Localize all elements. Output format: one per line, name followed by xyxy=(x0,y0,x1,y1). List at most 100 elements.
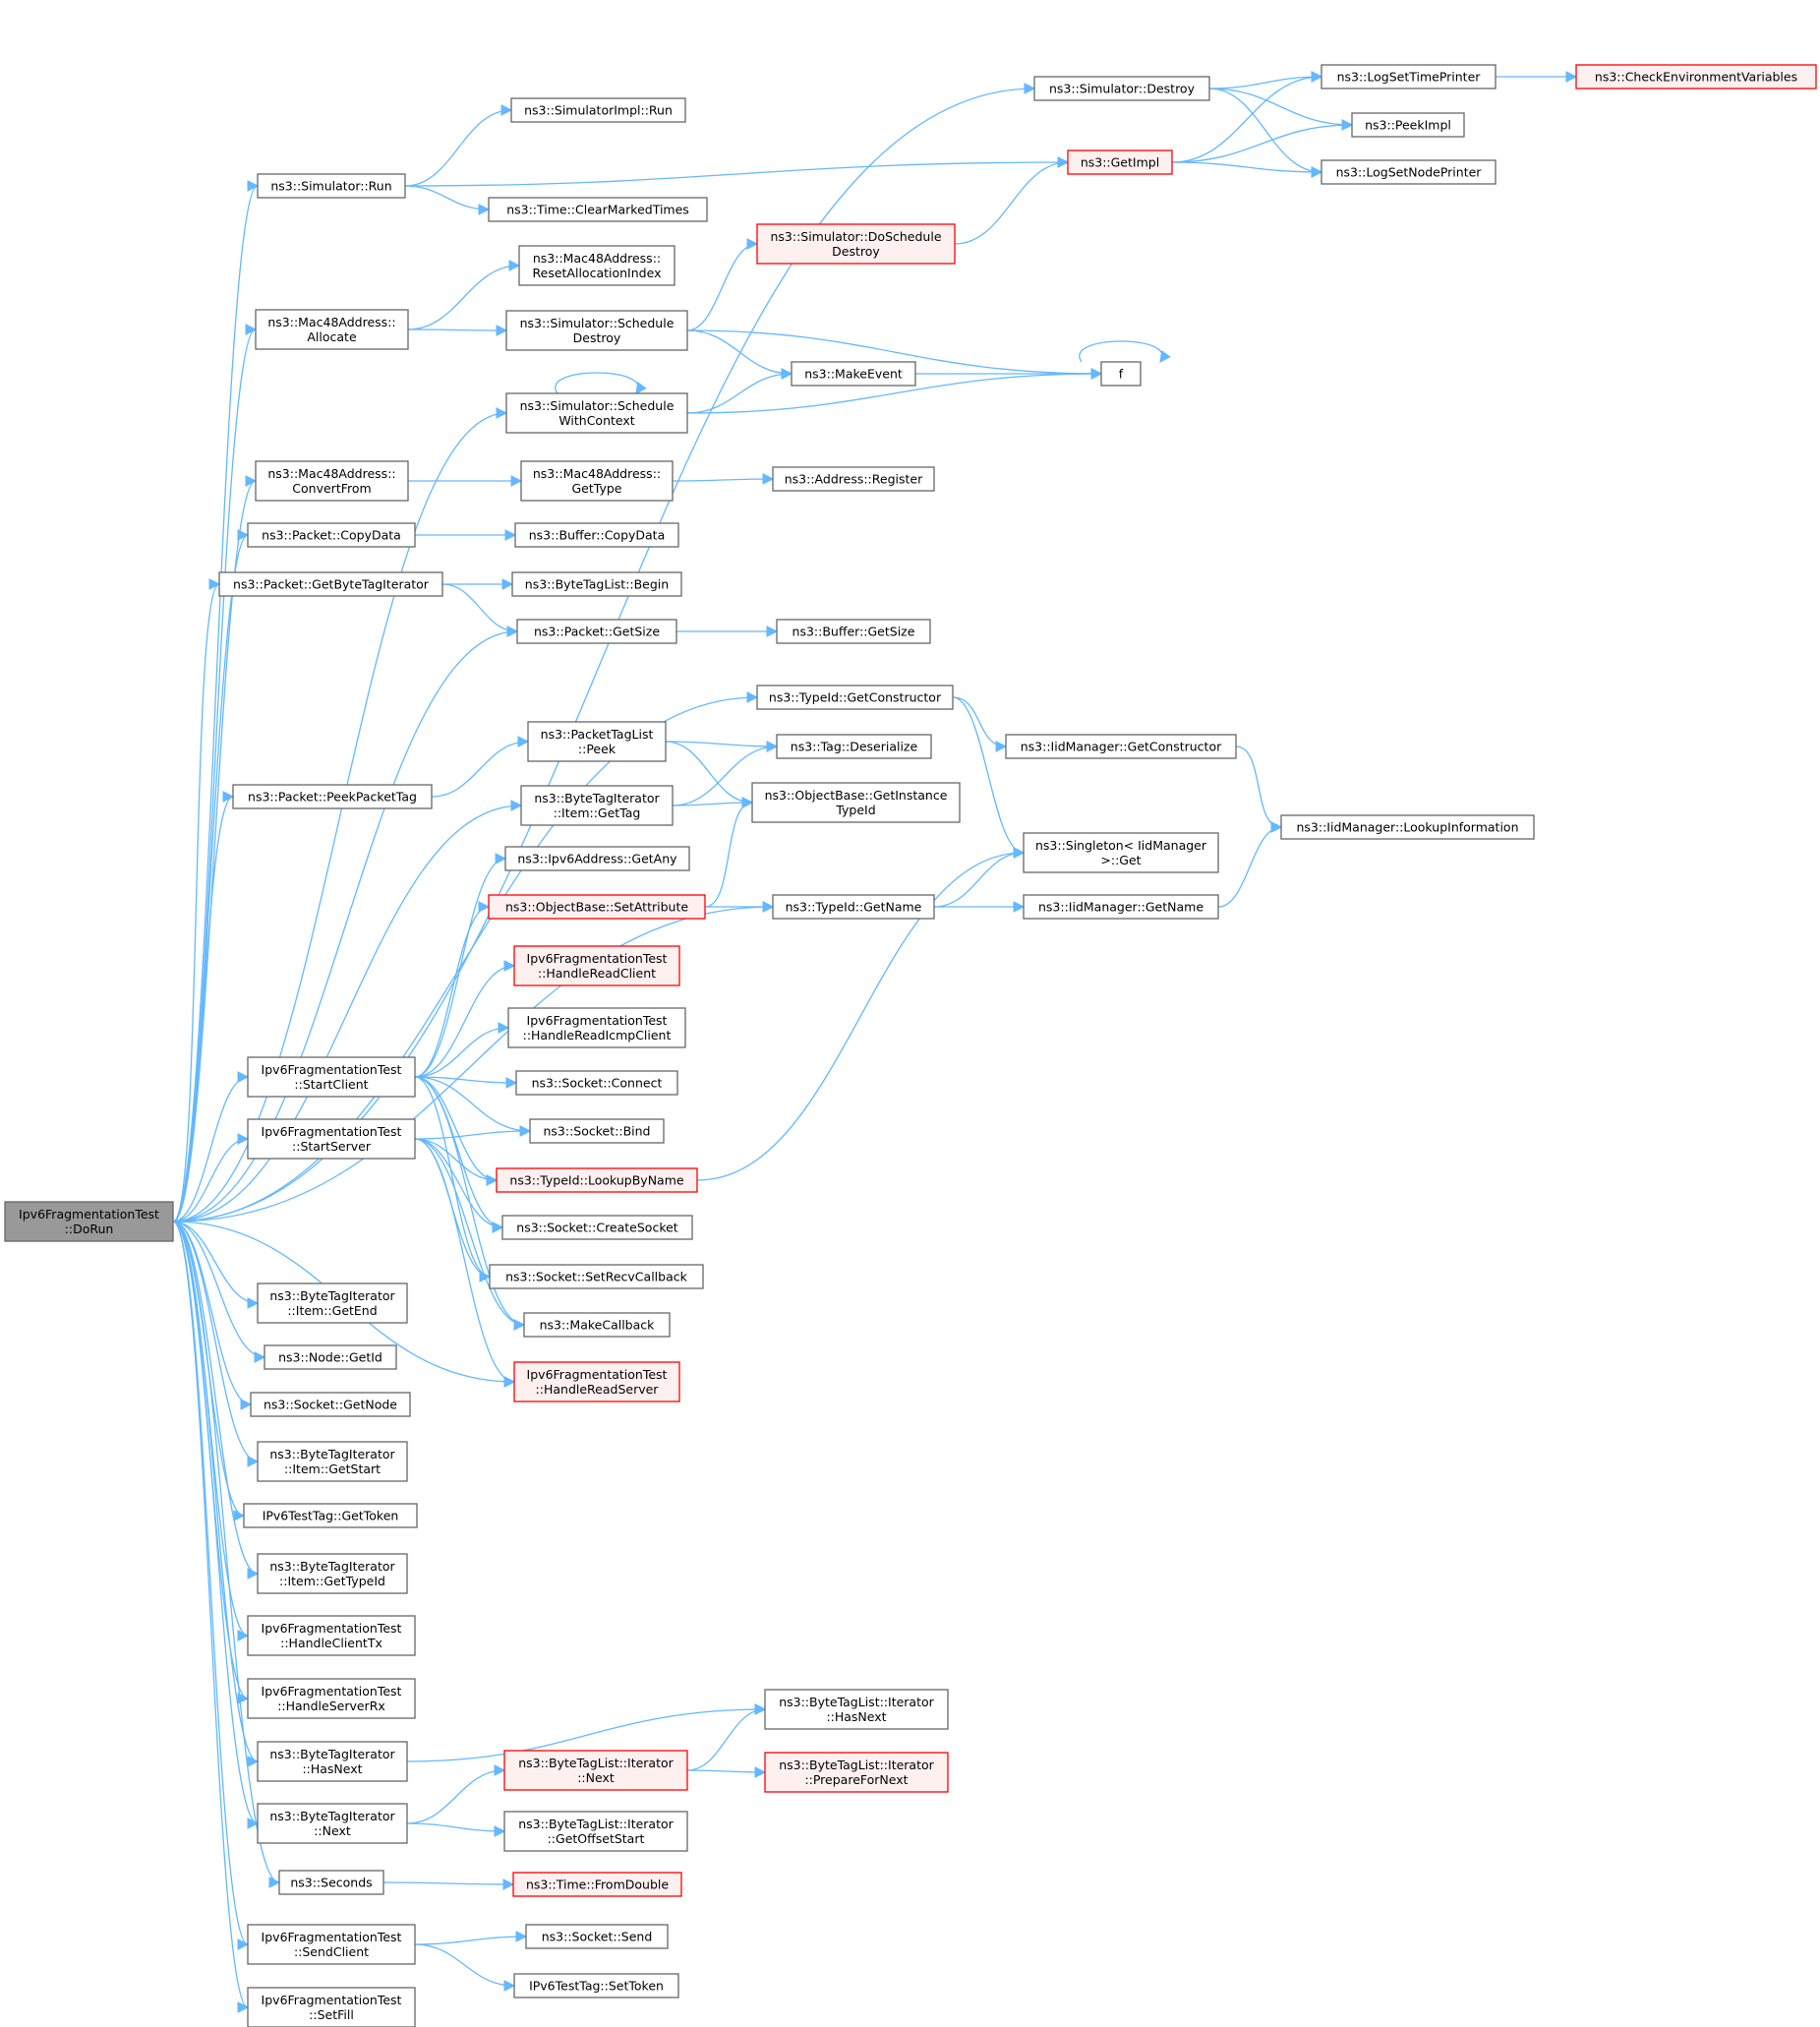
edge-bti_next-to-btli_next xyxy=(406,1764,506,1824)
node-ipv6tag-settoken[interactable]: IPv6TestTag::SetToken xyxy=(513,1973,679,1998)
node-hreadclient[interactable]: Ipv6FragmentationTest::HandleReadClient xyxy=(513,945,680,986)
node-box xyxy=(525,1924,669,1949)
node-iid-lookupinfo[interactable]: ns3::IidManager::LookupInformation xyxy=(1280,814,1535,840)
node-typeid-getname[interactable]: ns3::TypeId::GetName xyxy=(772,894,935,920)
node-box xyxy=(257,1741,408,1782)
node-logsettime[interactable]: ns3::LogSetTimePrinter xyxy=(1321,64,1497,89)
node-clearmarked[interactable]: ns3::Time::ClearMarkedTimes xyxy=(488,197,708,222)
node-setattr[interactable]: ns3::ObjectBase::SetAttribute xyxy=(488,894,706,920)
node-box xyxy=(4,1201,174,1242)
edge-startserver-to-hreadserver xyxy=(414,1138,516,1388)
node-hreadicmp[interactable]: Ipv6FragmentationTest::HandleReadIcmpCli… xyxy=(507,1007,686,1048)
node-box xyxy=(764,1689,949,1730)
node-buf-getsize[interactable]: ns3::Buffer::GetSize xyxy=(776,619,931,644)
node-mac-gettype[interactable]: ns3::Mac48Address::GetType xyxy=(520,460,674,502)
node-label: Ipv6FragmentationTest xyxy=(262,1621,402,1636)
node-box xyxy=(255,309,409,350)
node-box xyxy=(512,1872,682,1897)
node-logsetnode[interactable]: ns3::LogSetNodePrinter xyxy=(1321,159,1497,185)
node-ptl-peek[interactable]: ns3::PacketTagList::Peek xyxy=(527,721,667,762)
node-box xyxy=(511,571,682,597)
node-pkt-gbti[interactable]: ns3::Packet::GetByteTagIterator xyxy=(218,571,443,597)
node-typeid-getctor[interactable]: ns3::TypeId::GetConstructor xyxy=(756,685,954,710)
edge-pkt_peek-to-ptl_peek xyxy=(431,736,530,798)
node-btli-next[interactable]: ns3::ByteTagList::Iterator::Next xyxy=(503,1750,688,1791)
edge-sched_destroy-to-f xyxy=(686,329,1103,380)
node-box xyxy=(791,361,916,387)
node-pkt-copy[interactable]: ns3::Packet::CopyData xyxy=(247,522,416,548)
node-sim-destroy[interactable]: ns3::Simulator::Destroy xyxy=(1033,76,1210,101)
node-iid-getctor[interactable]: ns3::IidManager::GetConstructor xyxy=(1005,734,1237,759)
node-makeevent[interactable]: ns3::MakeEvent xyxy=(791,361,916,387)
edge-sim_run-to-simimpl_run xyxy=(404,104,513,187)
node-bti-getstart[interactable]: ns3::ByteTagIterator::Item::GetStart xyxy=(257,1441,408,1482)
node-makecallback[interactable]: ns3::MakeCallback xyxy=(523,1312,671,1338)
edge-dorun-to-startserver xyxy=(172,1133,250,1222)
edge-dorun-to-sendclient xyxy=(172,1221,250,1950)
node-sock-bind[interactable]: ns3::Socket::Bind xyxy=(529,1118,665,1144)
edge-getimpl-to-logsettime xyxy=(1171,71,1323,163)
node-startserver[interactable]: Ipv6FragmentationTest::StartServer xyxy=(247,1118,416,1160)
node-iid-getname[interactable]: ns3::IidManager::GetName xyxy=(1023,894,1219,920)
node-checkenv[interactable]: ns3::CheckEnvironmentVariables xyxy=(1575,64,1817,89)
node-handleserverrx[interactable]: Ipv6FragmentationTest::HandleServerRx xyxy=(247,1678,416,1719)
node-sim-run[interactable]: ns3::Simulator::Run xyxy=(257,173,406,199)
node-createsocket[interactable]: ns3::Socket::CreateSocket xyxy=(501,1215,693,1240)
node-getimpl[interactable]: ns3::GetImpl xyxy=(1067,149,1173,175)
node-sock-getnode[interactable]: ns3::Socket::GetNode xyxy=(250,1392,411,1417)
edge-startclient-to-sock_connect xyxy=(414,1076,518,1089)
node-mac-convert[interactable]: ns3::Mac48Address::ConvertFrom xyxy=(255,460,409,502)
node-btli-hasnext[interactable]: ns3::ByteTagList::Iterator::HasNext xyxy=(764,1689,949,1730)
node-label: TypeId xyxy=(835,803,875,817)
node-pkt-getsize[interactable]: ns3::Packet::GetSize xyxy=(516,619,677,644)
node-simimpl-run[interactable]: ns3::SimulatorImpl::Run xyxy=(510,97,686,123)
edge-dorun-to-bti_next xyxy=(172,1221,260,1829)
node-bti-next[interactable]: ns3::ByteTagIterator::Next xyxy=(257,1803,408,1844)
node-fromdouble[interactable]: ns3::Time::FromDouble xyxy=(512,1872,682,1897)
node-startclient[interactable]: Ipv6FragmentationTest::StartClient xyxy=(247,1056,416,1098)
node-label: ns3::ByteTagList::Iterator xyxy=(518,1817,674,1831)
node-addr-register[interactable]: ns3::Address::Register xyxy=(772,466,935,492)
node-node-getid[interactable]: ns3::Node::GetId xyxy=(264,1344,397,1370)
node-seconds[interactable]: ns3::Seconds xyxy=(278,1870,384,1895)
node-label: ns3::LogSetNodePrinter xyxy=(1336,165,1483,180)
node-lookupbyname[interactable]: ns3::TypeId::LookupByName xyxy=(496,1167,698,1193)
node-bti-gettag[interactable]: ns3::ByteTagIterator::Item::GetTag xyxy=(520,785,674,826)
node-label: ns3::Simulator::Run xyxy=(270,179,391,194)
node-bti-hasnext[interactable]: ns3::ByteTagIterator::HasNext xyxy=(257,1741,408,1782)
node-sock-connect[interactable]: ns3::Socket::Connect xyxy=(515,1070,678,1096)
node-sendclient[interactable]: Ipv6FragmentationTest::SendClient xyxy=(247,1924,416,1965)
node-tag-deser[interactable]: ns3::Tag::Deserialize xyxy=(776,734,932,759)
node-box xyxy=(250,1392,411,1417)
node-setrecvcb[interactable]: ns3::Socket::SetRecvCallback xyxy=(489,1264,704,1289)
node-mac-reset[interactable]: ns3::Mac48Address::ResetAllocationIndex xyxy=(518,245,675,286)
node-handleclienttx[interactable]: Ipv6FragmentationTest::HandleClientTx xyxy=(247,1615,416,1656)
node-label: ns3::Socket::CreateSocket xyxy=(516,1221,678,1235)
node-ipv6-getany[interactable]: ns3::Ipv6Address::GetAny xyxy=(504,846,690,871)
node-dorun[interactable]: Ipv6FragmentationTest::DoRun xyxy=(4,1201,174,1242)
node-ipv6tag-gettoken[interactable]: IPv6TestTag::GetToken xyxy=(243,1503,418,1528)
node-bti-getend[interactable]: ns3::ByteTagIterator::Item::GetEnd xyxy=(257,1282,408,1324)
edge-dorun-to-pkt_copy xyxy=(172,529,250,1222)
node-sock-send[interactable]: ns3::Socket::Send xyxy=(525,1924,669,1949)
node-singleton-get[interactable]: ns3::Singleton< IidManager>::Get xyxy=(1023,832,1219,873)
node-btl-begin[interactable]: ns3::ByteTagList::Begin xyxy=(511,571,682,597)
node-btli-prep[interactable]: ns3::ByteTagList::Iterator::PrepareForNe… xyxy=(764,1752,949,1793)
edge-ptl_peek-to-ob_getinst xyxy=(665,741,754,808)
node-mac-alloc[interactable]: ns3::Mac48Address::Allocate xyxy=(255,309,409,350)
node-setfill[interactable]: Ipv6FragmentationTest::SetFill xyxy=(247,1987,416,2027)
edge-dorun-to-sock_getnode xyxy=(172,1221,253,1410)
node-buf-copy[interactable]: ns3::Buffer::CopyData xyxy=(514,522,679,548)
node-hreadserver[interactable]: Ipv6FragmentationTest::HandleReadServer xyxy=(513,1361,680,1402)
node-btli-getoff[interactable]: ns3::ByteTagList::Iterator::GetOffsetSta… xyxy=(503,1811,688,1852)
node-pkt-peek[interactable]: ns3::Packet::PeekPacketTag xyxy=(232,784,433,809)
node-f[interactable]: f xyxy=(1100,361,1142,387)
node-bti-gettypeid[interactable]: ns3::ByteTagIterator::Item::GetTypeId xyxy=(257,1553,408,1594)
node-box xyxy=(255,460,409,502)
node-peekimpl[interactable]: ns3::PeekImpl xyxy=(1351,112,1465,138)
edge-typeid_getctor-to-iid_getctor xyxy=(952,696,1008,752)
